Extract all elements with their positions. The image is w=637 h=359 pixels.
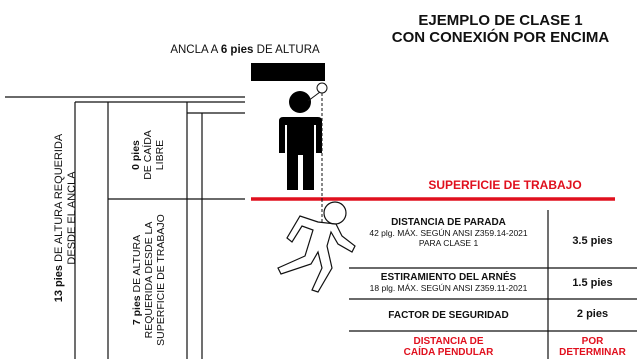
harness-stretch-sub1: 18 plg. MÁX. SEGÚN ANSI Z359.11-2021 <box>369 283 528 293</box>
safety-factor-title: FACTOR DE SEGURIDAD <box>388 310 509 321</box>
swing-fall-title1: DISTANCIA DE <box>413 336 484 347</box>
stopping-distance-sub2: PARA CLASE 1 <box>418 238 479 248</box>
swing-fall-title2: CAÍDA PENDULAR <box>403 347 494 358</box>
stopping-distance-sub1: 42 plg. MÁX. SEGÚN ANSI Z359.14-2021 <box>369 228 528 238</box>
free-fall-text2: DE CAÍDA <box>142 130 154 180</box>
harness-stretch-title: ESTIRAMIENTO DEL ARNÉS <box>380 272 517 283</box>
total-height-label: 13 pies DE ALTURA REQUERIDA DESDE EL ANC… <box>53 98 79 338</box>
total-height-value: 13 pies <box>53 264 65 303</box>
anchor-bar-icon <box>251 63 325 81</box>
required-height-text3: SUPERFICIE DE TRABAJO <box>155 214 167 346</box>
free-fall-label: 0 pies DE CAÍDA LIBRE <box>130 105 166 205</box>
stopping-distance-value: 3.5 pies <box>572 235 613 247</box>
worker-standing-icon <box>279 91 322 190</box>
free-fall-text3: LIBRE <box>154 139 166 171</box>
total-height-text2: DESDE EL ANCLA <box>66 171 78 265</box>
anchor-label: ANCLA A 6 pies DE ALTURA <box>150 44 340 56</box>
title-line1: EJEMPLO DE CLASE 1 <box>418 12 583 29</box>
free-fall-value: 0 pies <box>130 140 142 170</box>
diagram-title: EJEMPLO DE CLASE 1 CON CONEXIÓN POR ENCI… <box>368 12 633 46</box>
title-line2: CON CONEXIÓN POR ENCIMA <box>391 29 610 46</box>
required-height-label: 7 pies DE ALTURA REQUERIDA DESDE LA SUPE… <box>131 210 167 350</box>
worker-falling-icon <box>277 201 356 293</box>
required-height-value: 7 pies <box>131 295 143 326</box>
safety-factor-cell: FACTOR DE SEGURIDAD <box>349 310 548 321</box>
anchor-value: 6 pies <box>220 44 254 56</box>
work-surface-label: SUPERFICIE DE TRABAJO <box>428 178 582 192</box>
stopping-distance-title: DISTANCIA DE PARADA <box>391 217 506 228</box>
total-height-text1: DE ALTURA REQUERIDA <box>53 133 65 265</box>
anchor-prefix: ANCLA A <box>170 44 221 56</box>
swing-fall-value1: POR <box>581 336 604 347</box>
stopping-distance-cell: DISTANCIA DE PARADA 42 plg. MÁX. SEGÚN A… <box>349 217 548 248</box>
harness-stretch-cell: ESTIRAMIENTO DEL ARNÉS 18 plg. MÁX. SEGÚ… <box>349 272 548 293</box>
harness-stretch-value: 1.5 pies <box>572 277 613 289</box>
swing-fall-cell: DISTANCIA DE CAÍDA PENDULAR <box>349 336 548 358</box>
required-height-text2: REQUERIDA DESDE LA <box>143 221 155 339</box>
swing-fall-value: POR DETERMINAR <box>548 336 637 358</box>
anchor-suffix: DE ALTURA <box>253 44 320 56</box>
lanyard-top <box>307 91 321 102</box>
swing-fall-value2: DETERMINAR <box>559 347 626 358</box>
safety-factor-value: 2 pies <box>576 308 609 320</box>
lanyard-ring <box>316 82 328 94</box>
required-height-text1: DE ALTURA <box>131 234 143 296</box>
